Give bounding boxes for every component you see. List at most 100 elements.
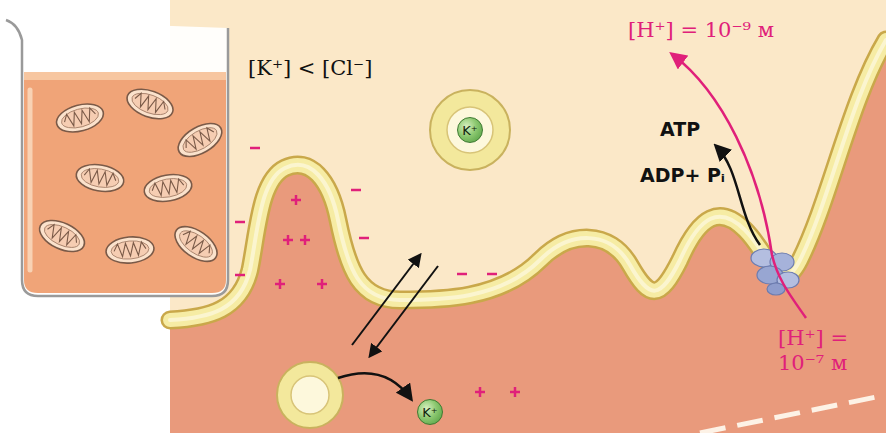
plus-charge: [475, 387, 485, 397]
minus-charge: [359, 237, 369, 240]
minus-charge: [235, 222, 245, 223]
mitochondrion: [35, 214, 89, 258]
equilibrium-arrows: [352, 255, 438, 356]
minus-charge: [487, 273, 497, 276]
ion-symbol: K⁺: [462, 124, 477, 137]
plus-charge: [510, 387, 520, 397]
plus-charge: [295, 195, 298, 205]
mitochondrion: [175, 226, 216, 263]
equilibrium-arrows: [352, 255, 420, 345]
plus-charge: [275, 279, 285, 289]
mitochondrion: [53, 99, 106, 137]
ionophore-ring: [277, 362, 343, 428]
plus-charge: [279, 279, 282, 289]
proton-concentration-label: [H⁺] = 10⁻⁹ м: [628, 18, 774, 43]
release-arrow: [338, 373, 411, 399]
inner-membrane: [170, 40, 886, 320]
plus-charge: [300, 235, 310, 245]
ion-symbol: K⁺: [422, 406, 437, 419]
minus-charge: [487, 274, 497, 275]
inner-membrane: [170, 40, 886, 320]
concentration-label: [K⁺] < [Cl⁻]: [248, 56, 372, 81]
beaker: [28, 90, 33, 270]
matrix-region: [170, 40, 886, 433]
mitochondrion: [105, 235, 155, 265]
mitochondrion: [45, 223, 79, 248]
plus-charge: [317, 279, 327, 289]
release-arrow: [338, 373, 411, 399]
minus-charge: [250, 147, 260, 150]
atp-synthase: [751, 249, 799, 295]
inner-membrane: [170, 40, 886, 320]
minus-charge: [351, 190, 361, 191]
beaker: [24, 72, 226, 80]
potassium-ion: K⁺: [457, 117, 483, 143]
ionophore-ring: [430, 90, 510, 170]
minus-charge: [351, 189, 361, 192]
minus-charge: [235, 221, 245, 224]
mitochondrion: [59, 104, 100, 131]
mitochondrion: [148, 176, 189, 200]
mitochondrion: [123, 84, 177, 125]
reactant-label: ADP+ Pᵢ: [640, 164, 725, 187]
mitochondrion: [35, 214, 89, 258]
plus-charge: [291, 195, 301, 205]
minus-charge: [457, 274, 467, 275]
equilibrium-arrows: [370, 266, 438, 356]
ionophore-ring: [291, 376, 329, 414]
plus-charge: [514, 387, 517, 397]
minus-charge: [250, 148, 260, 149]
mitochondrion: [105, 235, 155, 265]
plus-charge: [304, 235, 307, 245]
mitochondrion: [53, 99, 106, 137]
product-label: ATP: [660, 118, 700, 141]
minus-charge: [235, 274, 245, 277]
ionophore-ring: [447, 107, 493, 153]
mitochondrion: [133, 92, 168, 115]
ionophore-ring: [277, 362, 343, 428]
proton-concentration-label: [H⁺] = 10⁻⁷ м: [778, 326, 882, 376]
mitochondrion: [142, 171, 194, 205]
mitochondrion: [74, 161, 126, 195]
minus-charge: [235, 275, 245, 276]
charge-symbols: [235, 148, 520, 397]
inner-membrane: [170, 40, 886, 320]
atp-synthesis-arrow: [716, 146, 760, 245]
mitochondrion: [169, 220, 223, 269]
plus-charge: [283, 235, 293, 245]
mitochondrion: [83, 168, 117, 186]
mitochondrion: [179, 123, 221, 158]
plus-charge: [479, 387, 482, 397]
mitochondrion: [123, 84, 177, 125]
mitochondrion: [151, 178, 185, 196]
intermembrane-space: [170, 0, 886, 433]
mitochondrion: [169, 220, 223, 269]
beaker: [6, 20, 228, 296]
plus-charge: [287, 235, 290, 245]
mitochondrion-figures: [35, 84, 228, 269]
mitochondrion: [173, 117, 228, 164]
mitochondrion: [129, 89, 171, 119]
mitochondrion: [110, 239, 149, 260]
ionophore-ring: [430, 90, 510, 170]
minus-charge: [359, 238, 369, 239]
mitochondrion: [63, 107, 97, 128]
mitochondrion: [41, 220, 83, 252]
mitochondrion: [142, 171, 194, 205]
atp-synthesis-arrow: [716, 146, 760, 245]
crista-dashes: [700, 395, 886, 433]
mitochondrion: [179, 229, 213, 258]
matrix-region: [170, 40, 886, 433]
beaker: [24, 72, 226, 293]
mitochondrion: [80, 166, 121, 190]
mitochondrion: [183, 126, 217, 153]
mitochondrion: [74, 161, 126, 195]
intermembrane-space: [170, 0, 886, 433]
plus-charge: [321, 279, 324, 289]
crista-dashes: [700, 395, 886, 433]
atp-synthase: [767, 283, 785, 295]
mitochondrion: [173, 117, 228, 164]
mitochondrion: [113, 242, 146, 258]
